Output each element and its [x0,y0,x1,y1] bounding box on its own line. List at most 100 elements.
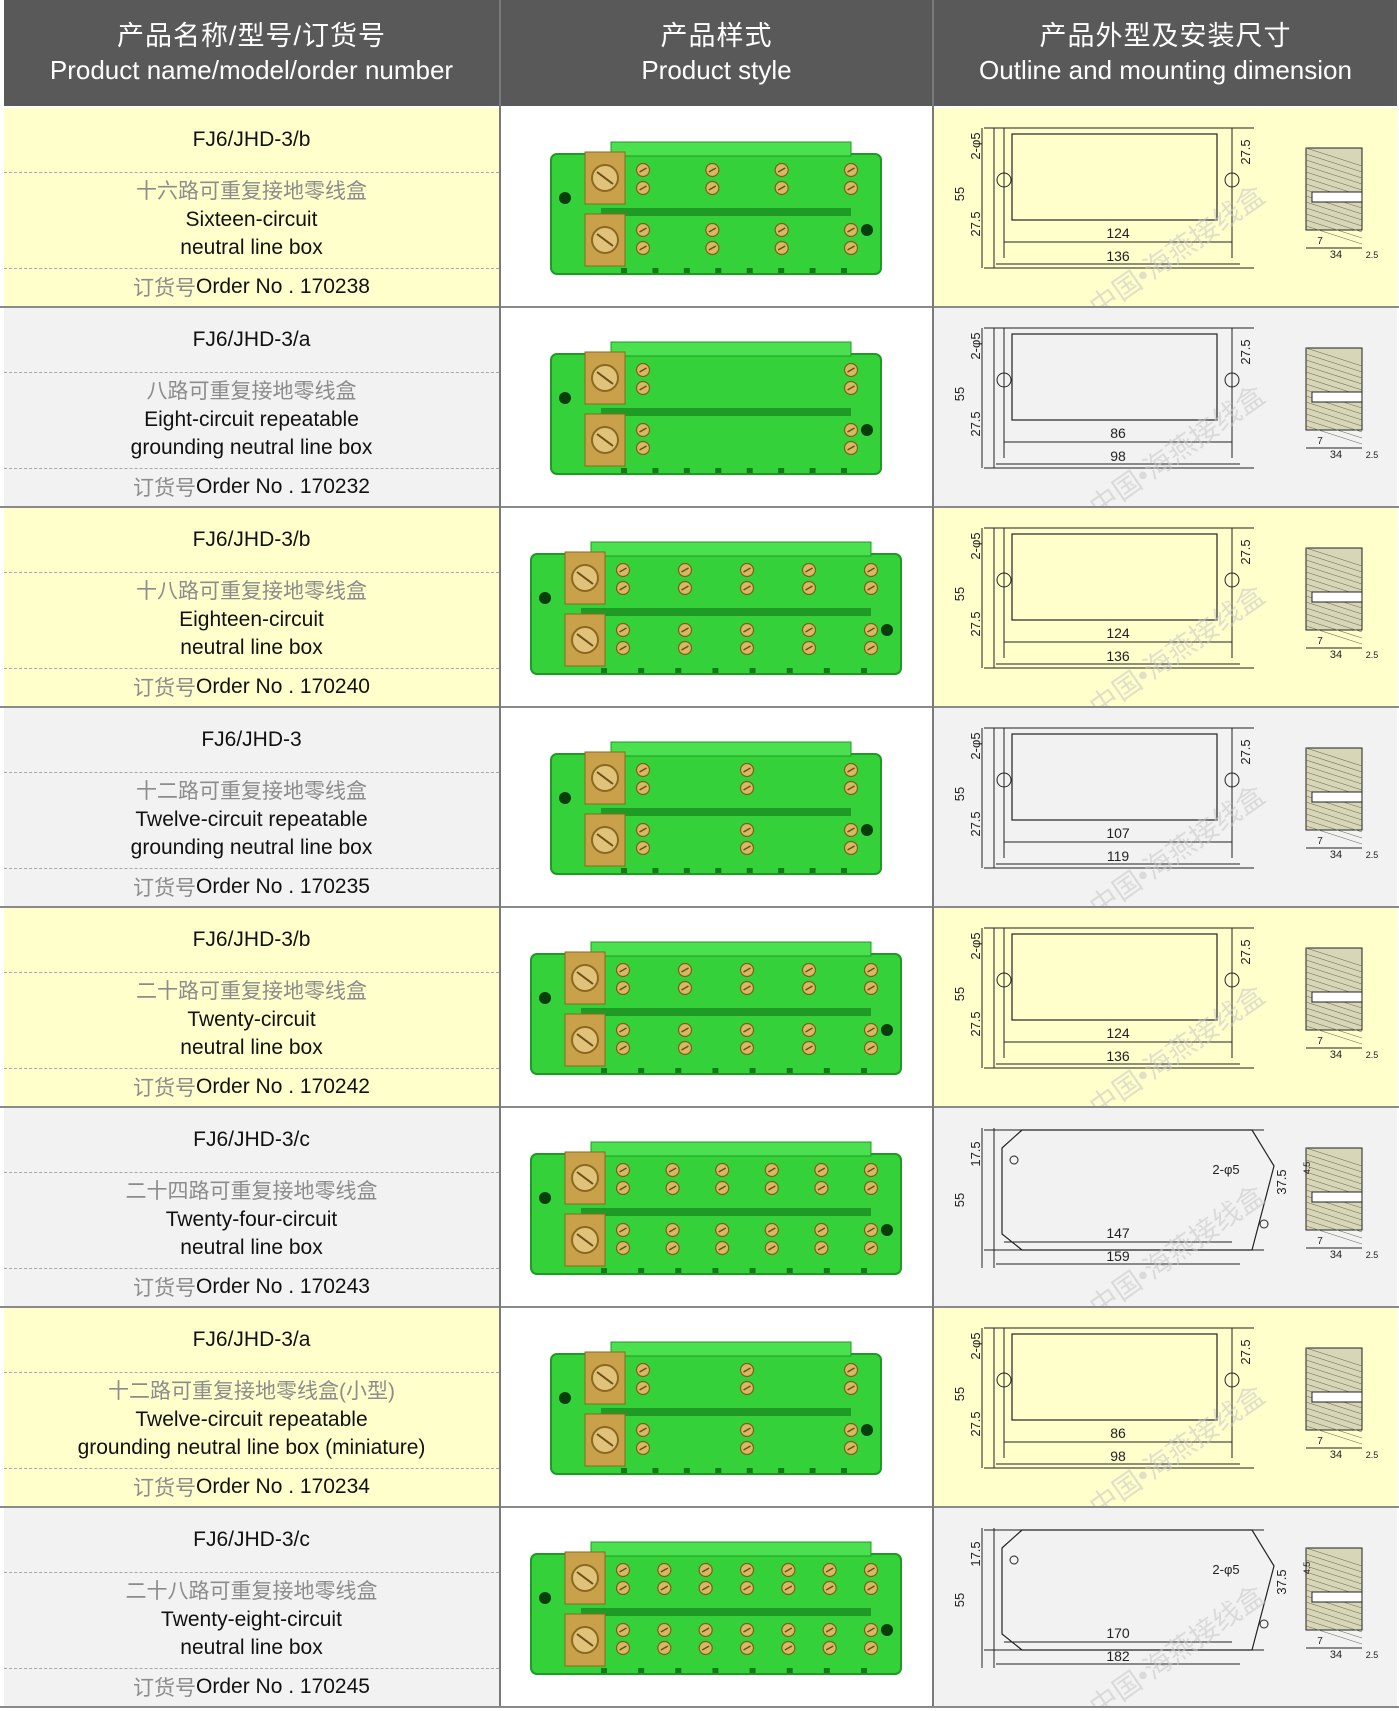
wire-entry-hole [601,1668,607,1673]
product-image [530,1141,902,1275]
hatch-line [1305,613,1363,633]
screw-slot [847,827,855,833]
outer-length-dimension: 119 [1107,848,1130,864]
screw-slot [576,633,594,647]
box-cover-rim [610,141,852,157]
outline-plate [1011,133,1218,221]
hatch-line [1305,1007,1363,1027]
order-prefix-zh: 订货号 [133,677,197,700]
screw-slot [743,967,751,973]
hatch-line [1305,165,1363,185]
product-name-en-line2: grounding neutral line box [130,836,373,859]
screw-slot [777,185,786,191]
row-divider [0,1306,1399,1308]
screw-slot [576,1633,594,1647]
half-height-dimension: 27.5 [1238,939,1253,964]
wire-entry-hole [652,468,659,473]
screw-slot [847,227,855,233]
product-photo-cell [501,1308,932,1506]
outer-length-dimension: 136 [1106,1048,1130,1064]
hatch-line [1305,153,1363,173]
order-number-value: 170242 [299,1075,370,1098]
product-image [550,1341,882,1475]
hatch-line [1305,1359,1363,1379]
side-view-slot [1311,191,1363,203]
model-number: FJ6/JHD-3/b [4,508,499,573]
screw-slot [619,1227,627,1233]
hatch-line [1305,565,1363,585]
watermark: 中国•海燕接线盒 [1084,379,1270,506]
side-dimension: 34 [1330,1249,1342,1261]
order-number-value: 170232 [299,475,370,498]
product-name-zh: 十二路可重复接地零线盒 [136,780,367,803]
holes-dimension: 2-φ5 [968,732,983,759]
hatch-line [1305,1213,1363,1233]
product-name-en-line1: Twelve-circuit repeatable [135,1408,368,1431]
side-dimension: 7 [1317,1236,1323,1247]
height-dimension: 55 [952,1593,967,1607]
screw-slot [767,1227,776,1233]
wire-entry-hole [683,868,690,873]
hatch-line [1305,765,1363,785]
screw-slot [639,227,647,233]
screw-slot [681,645,689,651]
screw-slot [867,645,875,651]
mounting-hole [559,792,571,804]
column-divider [499,0,501,1706]
hatch-line [1305,1407,1363,1427]
box-cover-rim [590,941,872,957]
box-divider-rail [601,1408,851,1416]
screw-slot [668,1167,677,1173]
screw-slot [619,1167,627,1173]
mounting-hole-mark [1259,1619,1269,1629]
wire-entry-hole [746,268,753,273]
product-name-en-line1: Twelve-circuit repeatable [135,808,368,831]
screw-slot [660,1585,669,1591]
half-height-dimension: 17.5 [968,1541,983,1566]
hatch-line [1305,571,1363,591]
product-name-en-line1: Eighteen-circuit [179,608,324,631]
half-height-dimension: 27.5 [968,611,983,636]
wire-entry-hole [809,468,816,473]
screw-slot [596,1371,614,1385]
product-image [530,541,902,675]
screw-slot [847,1385,855,1391]
height-dimension: 55 [952,187,967,201]
inner-length-dimension: 107 [1106,825,1130,841]
height-dimension: 55 [952,1193,967,1207]
order-prefix-zh: 订货号 [133,877,197,900]
screw-slot [867,1185,875,1191]
hatch-line [1305,965,1363,985]
mounting-hole [881,624,893,636]
side-dimension: 2.5 [1366,450,1379,460]
hatch-line [1305,813,1363,833]
side-dimension: 7 [1317,836,1323,847]
side-view-slot [1311,1591,1363,1603]
mounting-hole [861,424,873,436]
outline-plate [1011,533,1218,621]
hatch-line [1305,359,1363,379]
side-view-slot [1311,391,1363,403]
hatch-line [1305,601,1363,621]
outline-plate [1011,933,1218,1021]
model-number: FJ6/JHD-3/c [4,1108,499,1173]
screw-slot [576,1571,594,1585]
mounting-hole [559,192,571,204]
screw-slot [867,627,875,633]
product-image [530,941,902,1075]
box-cover-rim [590,1141,872,1157]
product-photo-cell [501,1508,932,1706]
screw-slot [743,1427,751,1433]
wire-entry-hole [601,668,607,673]
screw-slot [619,1585,627,1591]
side-view-slot [1311,991,1363,1003]
product-name-zh: 二十路可重复接地零线盒 [136,980,367,1003]
